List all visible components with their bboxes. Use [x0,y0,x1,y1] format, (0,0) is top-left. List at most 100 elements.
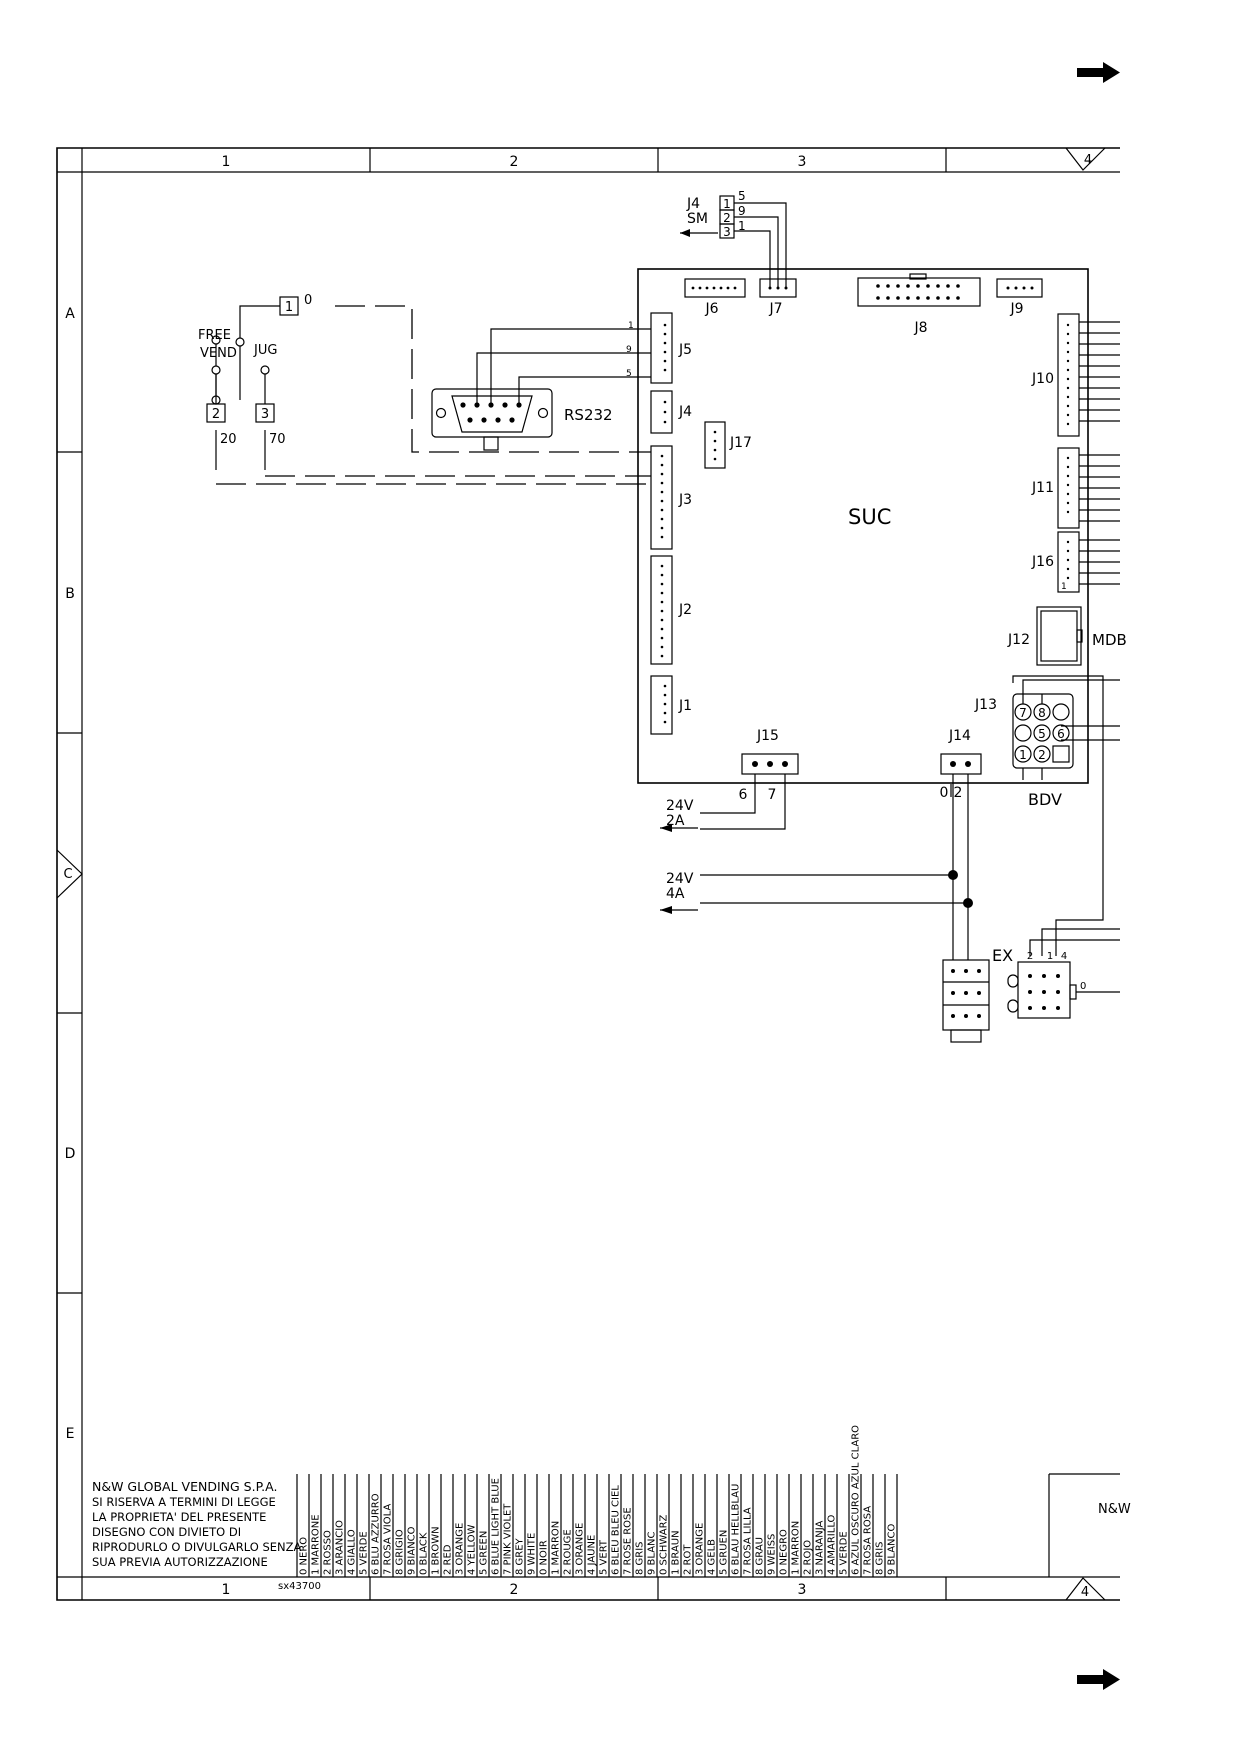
color-code-entry: 7 ROSA LILLA [743,1507,754,1575]
grid-col-4-top: 4 [1084,153,1092,168]
connector-j1: J1 [650,675,692,735]
connector-j7: J7 [759,278,797,317]
connector-j2: J2 [650,555,692,665]
color-code-entry: 1 MARRON [551,1521,562,1575]
j13-pin-7: 7 [1019,706,1027,720]
j15-wire-6: 6 [739,787,748,803]
connector-j10-label: J10 [1031,371,1054,387]
color-code-entry: 7 PINK VIOLET [503,1503,514,1575]
connector-j5: J5 [650,312,692,384]
switch-wire-20: 20 [220,432,237,447]
power-plug [942,959,990,1043]
connector-j8-label: J8 [913,320,927,336]
connector-j3-label: J3 [678,492,692,508]
grid-row-e: E [66,1426,75,1442]
color-code-entry: 3 NARANJA [815,1521,826,1576]
grid-col-3-top: 3 [798,154,807,170]
color-code-entry: 3 ORANGE [575,1523,586,1575]
supply-4a-current: 4A [666,886,685,902]
color-code-entry: 5 GREEN [479,1531,490,1575]
grid-col-1-bottom: 1 [222,1582,231,1598]
connector-j14: J14 [940,728,982,775]
connector-j16: 1 J16 [1031,531,1120,593]
color-code-entry: 2 ROSSO [323,1530,334,1575]
j14-wire-2: 2 [954,785,963,801]
switch-box-3: 3 [261,407,269,422]
color-code-entry: 8 GRIGIO [395,1529,406,1575]
color-code-entry: 5 VERDE [839,1531,850,1575]
grid-col-3-bottom: 3 [798,1582,807,1598]
color-code-entry: 0 NERO [299,1537,310,1575]
connector-j14-label: J14 [948,728,971,744]
j15-wire-7: 7 [768,787,777,803]
grid-col-1-top: 1 [222,154,231,170]
ex-wire-1: 1 [1047,951,1053,962]
connector-j16-label: J16 [1031,554,1054,570]
color-code-entry: 0 NEGRO [779,1529,790,1575]
free-vend-label-line-1: FREE [198,328,231,343]
color-code-entry: 2 ROT [683,1544,694,1575]
ex-out-wire-0: 0 [1080,981,1086,992]
power-wiring: 6 7 24V 2A 24V 4A 0 2 [660,774,973,960]
rs232-pin-1: 1 [628,321,634,331]
color-code-entry: 5 VERDE [359,1531,370,1575]
color-code-entry: 9 WEISS [767,1534,778,1575]
j13-pin-5: 5 [1038,727,1046,741]
rs232-label: RS232 [564,406,613,424]
grid-row-d: D [65,1146,76,1162]
supply-2a-current: 2A [666,813,685,829]
color-code-entry: 6 AZUL OSCURO AZUL CLARO [851,1425,862,1575]
company-name: N&W GLOBAL VENDING S.P.A. [92,1479,277,1494]
j4-sm-box-3: 3 [723,225,731,239]
j4-sm-subtitle: SM [687,211,708,227]
j4-sm-jumper: J4 SM 1 2 3 5 9 1 [680,189,787,288]
grid-row-a: A [65,306,75,322]
color-code-entry: 8 GREY [515,1537,526,1575]
jug-label: JUG [253,343,277,358]
connector-j15: J15 [741,728,799,775]
color-code-entry: 8 GRIS [875,1541,886,1575]
switch-box-1: 1 [285,300,293,315]
grid-row-c: C [63,867,72,882]
j4-sm-wire-5: 5 [738,189,746,203]
mdb-label: MDB [1092,631,1127,649]
connector-j12-label: J12 [1007,632,1030,648]
j4-sm-title: J4 [686,196,700,212]
grid-col-2-top: 2 [510,154,519,170]
supply-4a-voltage: 24V [666,871,694,887]
color-code-entry: 7 ROSA VIOLA [383,1504,394,1575]
color-code-entry: 0 NOIR [539,1540,550,1575]
connector-j9-label: J9 [1009,301,1023,317]
connector-j1-label: J1 [678,698,692,714]
grid-col-2-bottom: 2 [510,1582,519,1598]
color-code-entry: 0 SCHWARZ [659,1514,670,1575]
connector-j17-label: J17 [729,435,752,451]
connector-j2-label: J2 [678,602,692,618]
j13-pin-1: 1 [1019,748,1027,762]
color-code-entry: 9 BIANCO [407,1526,418,1575]
ex-wire-2: 2 [1027,951,1033,962]
j4-sm-wire-1: 1 [738,219,746,233]
bdv-label: BDV [1028,790,1062,809]
color-code-entry: 3 ORANGE [695,1523,706,1575]
color-code-entry: 7 ROSA ROSA [863,1506,874,1575]
color-code-entry: 9 BLANCO [887,1523,898,1575]
connector-j12: J12 MDB [1007,606,1127,666]
connector-j3: J3 [650,445,692,550]
j4-sm-wire-9: 9 [738,204,746,218]
color-code-entry: 4 GIALLO [347,1529,358,1575]
drawing-frame [56,147,1120,1601]
continue-arrow-bottom [1077,1669,1120,1690]
rs232-connector: RS232 1 9 5 [431,321,651,451]
connector-j7-label: J7 [768,301,782,317]
connector-j10: J10 [1031,313,1120,437]
color-code-entry: 2 RED [443,1544,454,1575]
j14-wire-0: 0 [940,785,949,801]
color-code-entry: 4 AMARILLO [827,1514,838,1575]
j13-wires [1012,675,1120,956]
color-code-entry: 6 BLUE LIGHT BLUE [491,1478,502,1575]
notice-line-5: SUA PREVIA AUTORIZZAZIONE [92,1555,268,1569]
suc-board: SUC J6 J7 J8 J9 [637,268,1127,956]
connector-j8: J8 [857,273,981,336]
